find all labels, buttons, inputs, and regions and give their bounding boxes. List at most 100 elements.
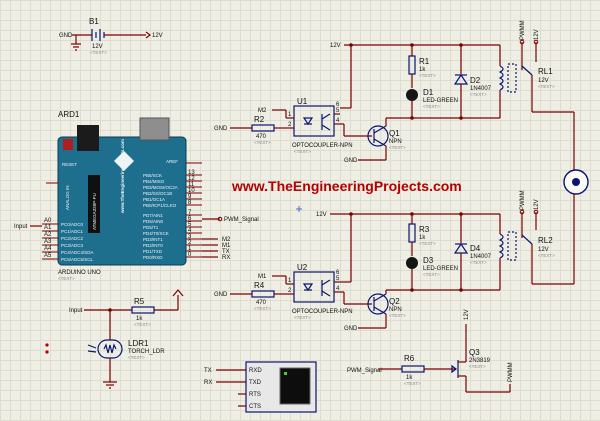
ch1-opto-name: OPTOCOUPLER-NPN — [292, 143, 353, 149]
terminal-rx-net: RX — [204, 380, 212, 386]
ch1-r2-ref: R2 — [254, 115, 265, 124]
r5-text: <TEXT> — [134, 322, 151, 327]
pin-d8: 8 — [188, 200, 192, 206]
arduino-uno[interactable]: ARD1 RESET AREF www.TheEngineeringProjec… — [42, 110, 202, 281]
q3-value: 2N3819 — [469, 358, 491, 364]
arduino-ref: ARD1 — [58, 110, 80, 119]
pin-name-0: PD0/RXD — [143, 255, 163, 260]
battery-text: <TEXT> — [90, 50, 107, 55]
pin-name-a2: PC2/ADC2 — [61, 236, 84, 241]
ch2-opto-text: <TEXT> — [294, 315, 311, 320]
ch1-pwm-net: PWMM — [520, 20, 526, 40]
net-rx: RX — [222, 255, 230, 261]
terminal-tx-net: TX — [204, 368, 212, 374]
ldr-circuit[interactable]: Input R5 1k <TEXT> LDR1 TORCH_LDR <TEXT> — [45, 289, 184, 389]
resistor-r6[interactable] — [401, 365, 425, 373]
ldr-light-dot-2 — [45, 350, 49, 354]
pin-name-1: PD1/TXD — [143, 249, 163, 254]
ch1-opto-ref: U1 — [297, 97, 308, 106]
q3-text: <TEXT> — [469, 364, 486, 369]
ch1-gnd-net: GND — [344, 158, 358, 164]
net-tx: TX — [222, 249, 230, 255]
ch2-relay-supply-net: 12V — [534, 199, 540, 210]
ch1-resistor-r2[interactable] — [251, 124, 275, 132]
pin-d11: 11 — [188, 182, 195, 188]
ch2-relay-ref: RL2 — [538, 236, 553, 245]
pin-d13: 13 — [188, 170, 195, 176]
pin-name-5: PD5/T1 — [143, 225, 159, 230]
cursor-crosshair-icon — [296, 206, 302, 212]
channel-1[interactable]: 12V R1 1k <TEXT> D1 LED-GREEN <TEXT> D2 … — [214, 20, 575, 170]
ch1-opto-pin-2: 2 — [288, 122, 292, 128]
battery-b1[interactable]: B1 GND 12V <TEXT> 12V — [59, 17, 163, 55]
ch2-opto-pin-5: 5 — [336, 276, 340, 282]
q3-ref: Q3 — [469, 348, 480, 357]
ch2-resistor-r3[interactable] — [408, 223, 416, 243]
arduino-logo — [114, 151, 134, 171]
ch1-r1-text: <TEXT> — [419, 73, 436, 78]
ch1-resistor-r1[interactable] — [408, 55, 416, 75]
virtual-terminal[interactable]: TX RX RXD TXD RTS CTS — [204, 361, 317, 413]
ch1-transistor-q1[interactable] — [367, 125, 389, 147]
pin-name-13: PB5/SCK — [143, 173, 162, 178]
ch1-relay-coil — [498, 65, 504, 91]
ch2-r3-text: <TEXT> — [419, 241, 436, 246]
r6-text: <TEXT> — [404, 381, 421, 386]
ch1-optocoupler[interactable] — [293, 105, 335, 137]
ch2-relay-value: 12V — [538, 247, 549, 253]
r5-value: 1k — [136, 316, 143, 322]
battery-ref: B1 — [89, 17, 99, 26]
ch1-opto-pin-4: 4 — [336, 118, 340, 124]
r5-ref: R5 — [134, 297, 145, 306]
pin-name-10: PB2/SS/OC1B — [143, 191, 172, 196]
pin-name-4: PD4/T0/XCK — [143, 231, 169, 236]
terminal-cursor — [284, 372, 287, 375]
usb-port — [139, 117, 170, 141]
ch2-r3-value: 1k — [419, 235, 426, 241]
arduino-analog-pins[interactable]: A0 A1 A2 A3 A4 A5 PC0/ADC0 PC1/ADC1 PC2/… — [42, 218, 94, 262]
reset-label: RESET — [62, 162, 77, 167]
q3-circuit[interactable]: PWM_Signal R6 1k <TEXT> Q3 2N3819 <TEXT>… — [347, 309, 514, 393]
pin-name-8: PB0/ICP1/CLKO — [143, 203, 177, 208]
ch1-led-d1[interactable] — [406, 89, 418, 101]
terminal-pin-rxd: RXD — [249, 368, 262, 374]
pin-d9: 9 — [188, 194, 192, 200]
arduino-digital-pins[interactable]: 13 12 11 10 9 8 7 6 5 4 3 2 1 0 PB5/SCK … — [143, 170, 202, 260]
ch2-d4-value: 1N4007 — [470, 254, 492, 260]
ch1-r2-text: <TEXT> — [254, 140, 271, 145]
q3-out-net: PWMM — [508, 362, 514, 382]
battery-out-label: 12V — [152, 33, 163, 39]
ch2-led-d3[interactable] — [406, 257, 418, 269]
ch2-relay-coil — [498, 233, 504, 259]
pin-a3: A3 — [44, 239, 52, 245]
terminal-pin-rts: RTS — [249, 392, 261, 398]
pin-name-3: PD3/INT1 — [143, 237, 163, 242]
ch2-relay-text: <TEXT> — [538, 253, 555, 258]
pin-name-a1: PC1/ADC1 — [61, 229, 84, 234]
ch2-transistor-q2[interactable] — [367, 293, 389, 315]
channel-2[interactable]: 12V R3 1k <TEXT> D3 LED-GREEN <TEXT> D4 … — [214, 190, 574, 332]
ch1-q1-ref: Q1 — [389, 129, 400, 138]
ch2-optocoupler[interactable] — [293, 271, 335, 303]
ch2-opto-name: OPTOCOUPLER-NPN — [292, 309, 353, 315]
ldr-body[interactable] — [97, 339, 123, 359]
ch2-gnd-net: GND — [344, 326, 358, 332]
ch2-resistor-r4[interactable] — [251, 290, 275, 298]
ch2-opto-ref: U2 — [297, 263, 308, 272]
terminal-screen — [279, 367, 311, 405]
dc-motor[interactable] — [563, 169, 589, 284]
ch2-ctrl-net: M1 — [258, 274, 267, 280]
ldr-light-dot-1 — [45, 343, 49, 347]
pin-d10: 10 — [188, 188, 195, 194]
terminal-pin-cts: CTS — [249, 404, 261, 410]
ch1-relay-core — [507, 63, 517, 93]
ch1-relay-value: 12V — [538, 78, 549, 84]
ch2-opto-pin-6: 6 — [336, 270, 340, 276]
resistor-r5[interactable] — [131, 306, 155, 314]
ch2-d3-text: <TEXT> — [423, 272, 440, 277]
ch2-q2-ref: Q2 — [389, 297, 400, 306]
pin-name-7: PD7/AIN1 — [143, 213, 164, 218]
terminal-pin-txd: TXD — [249, 380, 262, 386]
net-m1: M1 — [222, 243, 231, 249]
